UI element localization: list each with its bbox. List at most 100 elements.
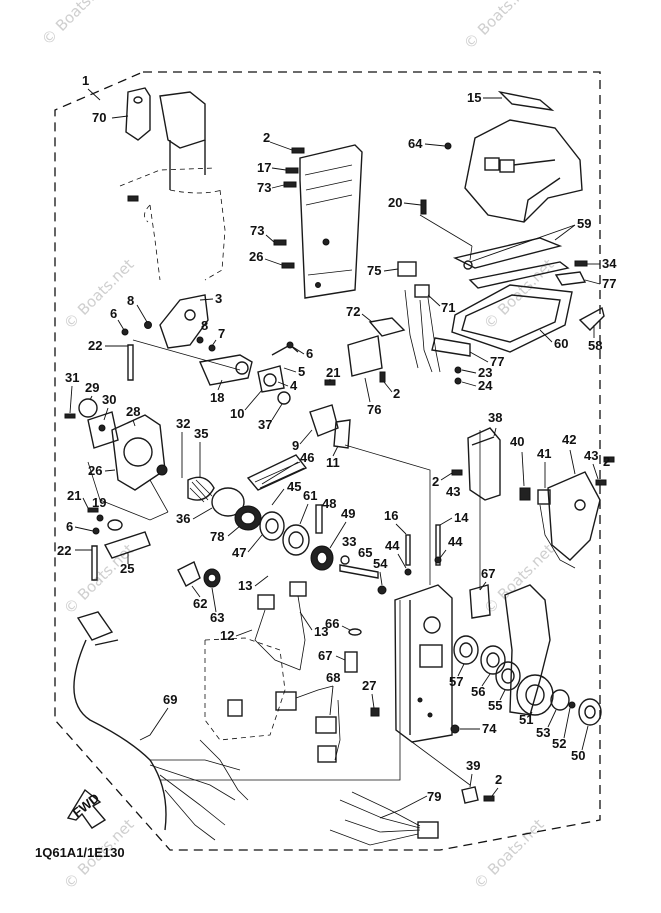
washer-53 <box>550 689 570 711</box>
leader-60 <box>539 329 553 343</box>
screw-2c <box>451 469 463 476</box>
connector-13b <box>289 581 307 597</box>
bearing-57 <box>453 635 479 665</box>
switch-slot <box>499 159 515 173</box>
leader-51 <box>529 711 533 717</box>
bracket-59 <box>452 237 563 269</box>
leader-39 <box>469 773 473 788</box>
callout-78: 78 <box>210 529 224 544</box>
link-18-eye <box>235 361 249 375</box>
neutral-lock-lever <box>125 87 151 141</box>
shaft-65 <box>339 564 379 579</box>
callout-77b: 77 <box>490 354 504 369</box>
callout-14: 14 <box>454 510 469 525</box>
callout-22b: 22 <box>57 543 71 558</box>
switch-75 <box>397 261 417 277</box>
bearing-47-inner <box>265 518 279 534</box>
pin-48 <box>315 504 323 534</box>
bracket-hole <box>463 260 473 270</box>
leader-23 <box>461 369 477 374</box>
callout-62: 62 <box>193 596 207 611</box>
callout-5: 5 <box>298 364 305 379</box>
washer-56 <box>480 645 506 675</box>
callout-48: 48 <box>322 496 336 511</box>
wiring-group <box>254 581 495 846</box>
top-housing-group <box>420 90 583 223</box>
leader-5 <box>283 367 297 373</box>
callout-40: 40 <box>510 434 524 449</box>
leader-52 <box>563 707 571 739</box>
callout-79: 79 <box>427 789 441 804</box>
callout-52: 52 <box>552 736 566 751</box>
callout-50: 50 <box>571 748 585 763</box>
handle-outline <box>119 167 226 281</box>
leader-53 <box>547 709 557 728</box>
leader-56 <box>481 673 491 687</box>
leader-16 <box>395 523 407 535</box>
callout-6b: 6 <box>306 346 313 361</box>
switch-wires <box>404 289 441 373</box>
leader-18 <box>217 379 223 391</box>
guide-lines <box>160 214 481 786</box>
callout-71: 71 <box>441 300 455 315</box>
lever-3-hole <box>184 309 196 321</box>
plate-30 <box>87 411 119 449</box>
watermark: © Boats.net <box>480 255 558 333</box>
callout-57: 57 <box>449 674 463 689</box>
leader-17 <box>271 167 287 171</box>
leader-47 <box>247 534 263 553</box>
harness-12 <box>254 595 306 671</box>
screw-26 <box>281 262 295 269</box>
leader-6c <box>74 526 94 532</box>
callout-46: 46 <box>300 450 314 465</box>
lever-arm-bore <box>525 684 545 706</box>
screw-2b <box>379 371 386 383</box>
callout-56: 56 <box>471 684 485 699</box>
leader-76 <box>364 377 371 403</box>
leader-57 <box>457 663 465 677</box>
bolt-22b <box>91 545 98 581</box>
leader-75 <box>383 268 399 272</box>
housing-cover <box>464 119 583 223</box>
leader-70 <box>111 115 129 119</box>
callout-7: 7 <box>218 326 225 341</box>
callout-44: 44 <box>385 538 400 553</box>
nut-54 <box>377 585 387 595</box>
leader-63 <box>211 587 217 613</box>
washer-33 <box>340 555 350 565</box>
harness-69-wires <box>149 759 241 841</box>
switch-41 <box>537 489 551 505</box>
switch-group <box>347 261 441 383</box>
harness-69-wires-2 <box>199 739 249 801</box>
plate-30-hole <box>98 424 106 432</box>
pin-66 <box>348 628 362 636</box>
pin-6c <box>92 527 100 535</box>
callout-8: 8 <box>127 293 134 308</box>
leader-40 <box>521 451 525 487</box>
callout-63: 63 <box>210 610 224 625</box>
leader-2b <box>383 381 393 393</box>
guide-line <box>160 600 401 781</box>
leader-27 <box>371 693 375 709</box>
lever-arm <box>504 584 551 716</box>
guide-line <box>411 741 471 786</box>
pivot-10 <box>257 365 285 393</box>
leader-38 <box>493 427 497 437</box>
callout-49: 49 <box>341 506 355 521</box>
gear-housing-bore <box>123 437 153 467</box>
pin-20 <box>420 199 427 215</box>
leader-29 <box>89 395 93 401</box>
bracket-26 <box>87 461 169 521</box>
callout-61: 61 <box>303 488 317 503</box>
screw-27 <box>370 707 380 717</box>
screw-34 <box>574 260 588 267</box>
callout-29: 29 <box>85 380 99 395</box>
guide-line <box>344 444 431 585</box>
switch-slot <box>484 157 500 171</box>
leader-6b <box>292 346 305 355</box>
screw-31 <box>64 413 76 419</box>
washer-36 <box>211 487 245 517</box>
callout-60: 60 <box>554 336 568 351</box>
callout-37: 37 <box>258 417 272 432</box>
link-18 <box>199 354 253 386</box>
